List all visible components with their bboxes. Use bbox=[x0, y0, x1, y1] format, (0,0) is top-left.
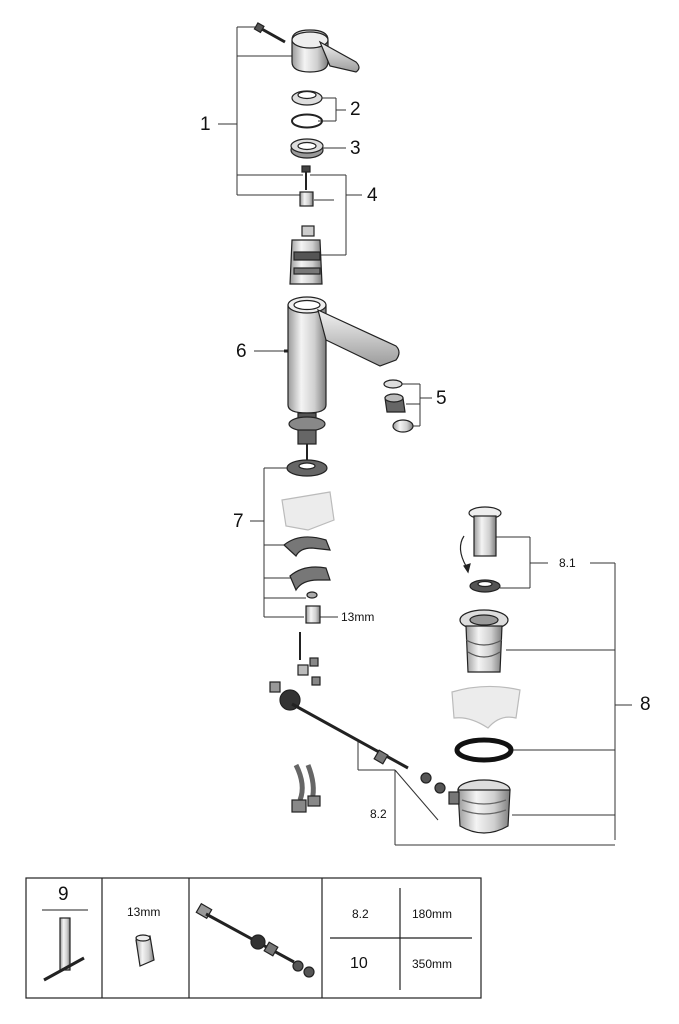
table-row2-part: 10 bbox=[350, 955, 368, 972]
callout-8-2: 8.2 bbox=[370, 807, 387, 821]
cartridge-icon bbox=[289, 225, 323, 285]
installation-tool-icon bbox=[43, 917, 85, 982]
aerator-icon bbox=[383, 379, 414, 433]
o-ring-icon bbox=[291, 113, 323, 129]
basin-drain-section-icon bbox=[451, 685, 521, 729]
callout-5: 5 bbox=[436, 388, 447, 409]
callout-8-1: 8.1 bbox=[559, 556, 576, 570]
leader-lines-7 bbox=[250, 467, 338, 618]
callout-1: 1 bbox=[200, 114, 211, 135]
hex-socket-icon bbox=[135, 934, 155, 967]
waste-body-icon bbox=[459, 609, 509, 673]
flex-hose-icon bbox=[291, 763, 321, 813]
leader-lines-5 bbox=[402, 383, 432, 427]
horseshoe-washer-icon bbox=[283, 536, 331, 557]
cartridge-nut-icon bbox=[299, 165, 314, 207]
seal-ring-icon bbox=[454, 737, 514, 763]
pop-up-plug-icon bbox=[459, 506, 502, 593]
waste-nut-icon bbox=[448, 779, 511, 834]
leader-lines-4 bbox=[310, 174, 362, 256]
callout-7: 7 bbox=[233, 511, 244, 532]
callout-4: 4 bbox=[367, 185, 378, 206]
leader-lines-8-2 bbox=[357, 740, 439, 845]
cap-ring-icon bbox=[290, 138, 324, 159]
spare-parts-table bbox=[25, 877, 482, 999]
fixing-plate-icon bbox=[289, 566, 331, 592]
pop-up-rod-set-icon bbox=[195, 902, 315, 978]
washer-icon bbox=[286, 459, 328, 477]
leader-lines-1 bbox=[218, 26, 303, 196]
callout-8: 8 bbox=[640, 694, 651, 715]
table-row1-length: 180mm bbox=[412, 907, 453, 921]
grub-screw-icon bbox=[253, 22, 286, 44]
mounting-stud-icon bbox=[288, 416, 326, 462]
hex-nut-icon bbox=[305, 591, 321, 624]
table-row2-length: 350mm bbox=[412, 957, 453, 971]
table-tool-number: 9 bbox=[58, 884, 69, 905]
pop-up-linkage-icon bbox=[269, 632, 446, 794]
faucet-body-icon bbox=[284, 296, 400, 426]
lever-handle-icon bbox=[291, 29, 360, 73]
leader-lines-2 bbox=[318, 97, 346, 122]
table-hex-size: 13mm bbox=[127, 905, 161, 919]
table-row1-part: 8.2 bbox=[352, 907, 369, 921]
callout-2: 2 bbox=[350, 99, 361, 120]
leader-lines-8-1 bbox=[494, 536, 615, 589]
ring-icon bbox=[291, 90, 323, 106]
basin-section-icon bbox=[281, 491, 335, 531]
callout-6: 6 bbox=[236, 341, 247, 362]
leader-lines-8 bbox=[395, 563, 632, 846]
callout-13mm: 13mm bbox=[341, 610, 375, 624]
callout-3: 3 bbox=[350, 138, 361, 159]
